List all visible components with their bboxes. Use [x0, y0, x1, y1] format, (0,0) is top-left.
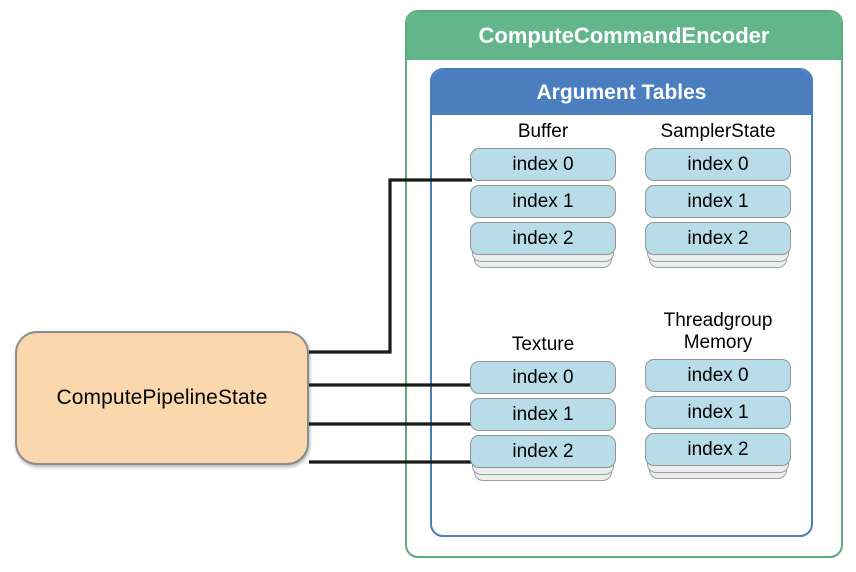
- buffer-index-1[interactable]: index 1: [470, 185, 616, 218]
- argument-table-texture: Texture index 0 index 1 index 2: [470, 334, 616, 481]
- argument-table-texture-stack: index 0 index 1 index 2: [470, 361, 616, 481]
- compute-command-encoder-title: ComputeCommandEncoder: [407, 12, 841, 60]
- argument-table-threadgroup-memory-stack: index 0 index 1 index 2: [645, 359, 791, 479]
- threadgroup-memory-index-1[interactable]: index 1: [645, 396, 791, 429]
- compute-pipeline-state-node[interactable]: ComputePipelineState: [15, 331, 309, 465]
- argument-table-texture-label: Texture: [511, 334, 575, 355]
- samplerstate-index-0[interactable]: index 0: [645, 148, 791, 181]
- argument-table-threadgroup-memory-label: Threadgroup Memory: [663, 310, 773, 353]
- buffer-index-2[interactable]: index 2: [470, 222, 616, 255]
- argument-table-threadgroup-memory: Threadgroup Memory index 0 index 1 index…: [645, 310, 791, 479]
- texture-index-1[interactable]: index 1: [470, 398, 616, 431]
- texture-index-0[interactable]: index 0: [470, 361, 616, 394]
- argument-table-buffer: Buffer index 0 index 1 index 2: [470, 121, 616, 268]
- argument-table-samplerstate-label: SamplerState: [660, 121, 776, 142]
- threadgroup-memory-index-0[interactable]: index 0: [645, 359, 791, 392]
- argument-table-samplerstate: SamplerState index 0 index 1 index 2: [645, 121, 791, 268]
- samplerstate-index-2[interactable]: index 2: [645, 222, 791, 255]
- argument-table-buffer-stack: index 0 index 1 index 2: [470, 148, 616, 268]
- compute-pipeline-state-label: ComputePipelineState: [56, 386, 268, 409]
- threadgroup-memory-index-2[interactable]: index 2: [645, 433, 791, 466]
- argument-table-buffer-label: Buffer: [517, 121, 569, 142]
- buffer-index-0[interactable]: index 0: [470, 148, 616, 181]
- samplerstate-index-1[interactable]: index 1: [645, 185, 791, 218]
- connector-pipeline-to-buffer-index-0: [309, 178, 472, 354]
- argument-tables-title: Argument Tables: [432, 70, 811, 115]
- argument-table-samplerstate-stack: index 0 index 1 index 2: [645, 148, 791, 268]
- texture-index-2[interactable]: index 2: [470, 435, 616, 468]
